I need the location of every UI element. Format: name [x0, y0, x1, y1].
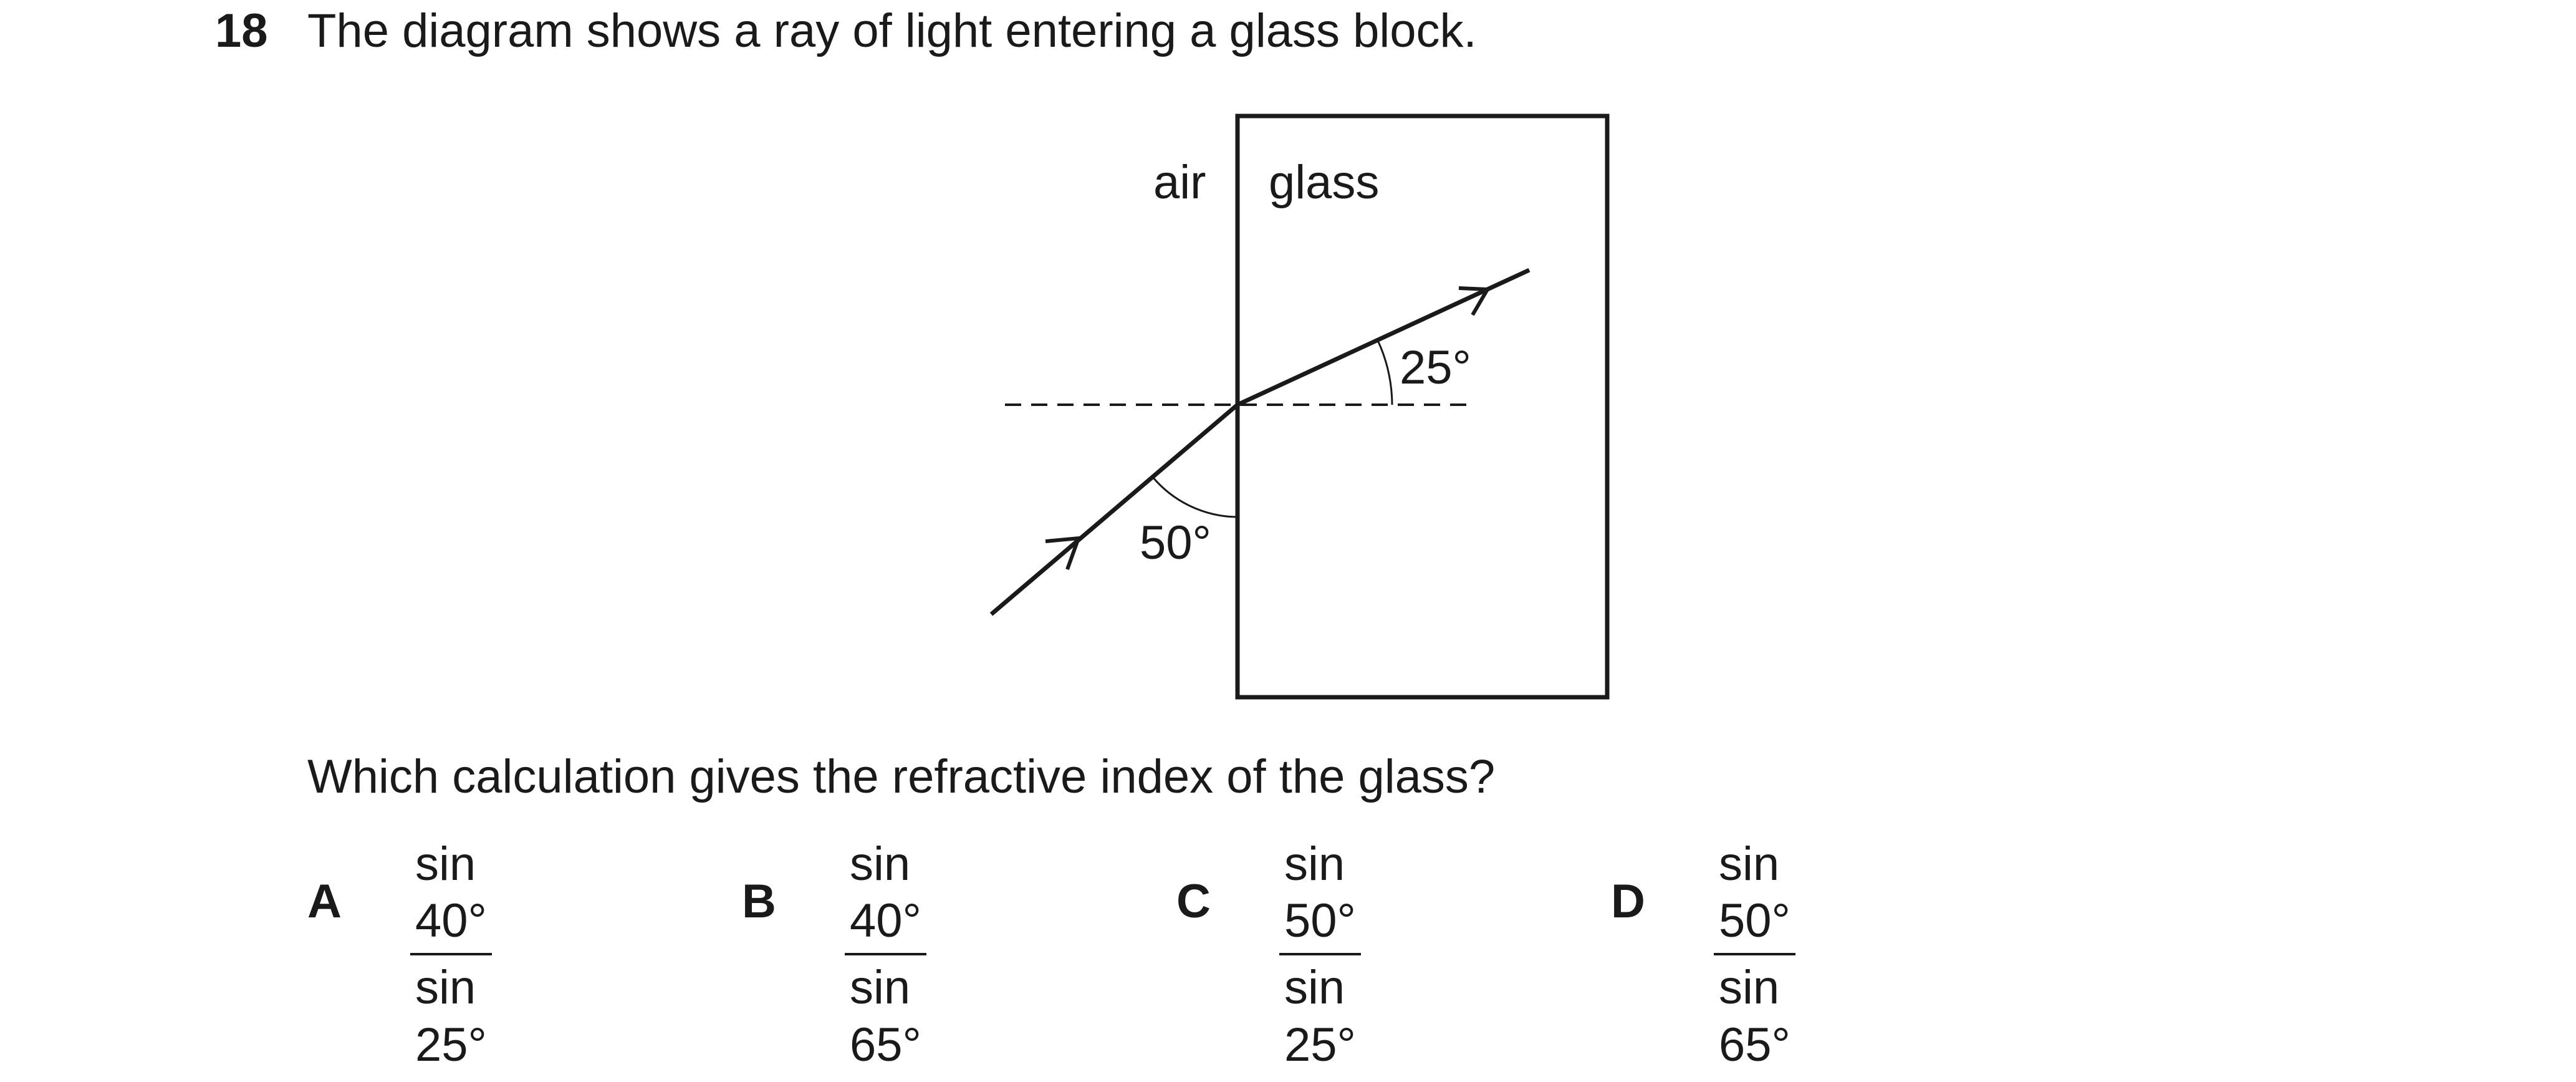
- option-letter: B: [742, 875, 776, 928]
- incident-arrow-icon: [1045, 536, 1082, 571]
- refracted-arrow-icon: [1458, 286, 1491, 316]
- fraction-numerator: sin 50°: [1719, 838, 1790, 948]
- incident-ray: [989, 403, 1239, 616]
- fraction-denominator: sin 65°: [850, 961, 921, 1071]
- refraction-angle-arc: [1377, 340, 1393, 405]
- fraction-bar: [1714, 953, 1795, 956]
- question-prompt: Which calculation gives the refractive i…: [307, 750, 1496, 803]
- option-letter: A: [307, 875, 342, 928]
- fraction-bar: [1279, 953, 1361, 956]
- fraction-numerator: sin 40°: [850, 838, 921, 948]
- fraction-bar: [410, 953, 492, 956]
- incidence-angle-arc: [1151, 476, 1238, 518]
- refracted-ray: [1236, 268, 1531, 407]
- option-fraction: sin 50° sin 65°: [1714, 836, 1795, 1073]
- fraction-denominator: sin 65°: [1719, 961, 1790, 1071]
- fraction-bar: [845, 953, 926, 956]
- label-air: air: [1153, 156, 1206, 209]
- fraction-denominator: sin 25°: [415, 961, 487, 1071]
- question-text: The diagram shows a ray of light enterin…: [307, 4, 1477, 57]
- question-number: 18: [215, 4, 268, 57]
- fraction-denominator: sin 25°: [1284, 961, 1356, 1071]
- angle-refraction-label: 25°: [1400, 341, 1471, 394]
- fraction-numerator: sin 40°: [415, 838, 487, 948]
- angle-incidence-label: 50°: [1140, 516, 1211, 569]
- label-glass: glass: [1269, 156, 1379, 209]
- option-fraction: sin 50° sin 25°: [1279, 836, 1361, 1073]
- option-fraction: sin 40° sin 25°: [410, 836, 492, 1073]
- option-fraction: sin 40° sin 65°: [845, 836, 926, 1073]
- option-letter: C: [1176, 875, 1211, 928]
- fraction-numerator: sin 50°: [1284, 838, 1356, 948]
- option-letter: D: [1611, 875, 1645, 928]
